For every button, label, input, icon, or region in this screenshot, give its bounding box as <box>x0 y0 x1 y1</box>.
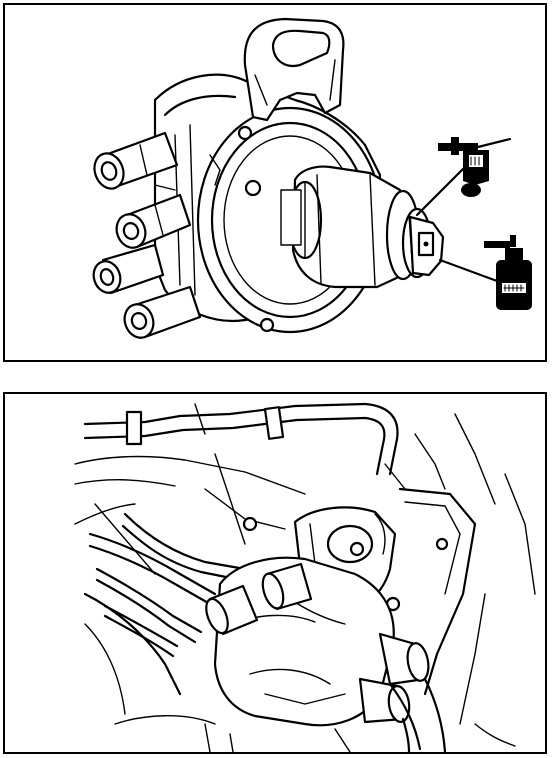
cap-wire-boots <box>205 562 447 752</box>
tower-4 <box>123 285 202 339</box>
lower-components <box>204 723 516 752</box>
engine-block-right <box>384 413 536 725</box>
leader-lines <box>415 163 499 283</box>
boot-3 <box>378 632 430 686</box>
boot-2 <box>261 562 313 611</box>
boot-1 <box>205 584 259 636</box>
figure-distributor-lubrication <box>3 3 547 362</box>
tower-1 <box>93 131 179 190</box>
grease-can-icon <box>438 137 512 197</box>
shaft-housing <box>280 165 405 289</box>
oil-spray-can-icon <box>484 235 532 310</box>
engine-bay-illustration <box>74 402 536 752</box>
tower-3 <box>92 243 165 295</box>
figure-distributor-installed-in-engine <box>3 392 547 754</box>
tower-2 <box>115 193 192 249</box>
ignition-wires <box>88 512 247 658</box>
spark-plug-towers <box>92 131 202 339</box>
upper-hoses <box>83 402 399 476</box>
distributor-handle <box>243 17 345 122</box>
distributor-illustration <box>92 17 532 339</box>
boot-4 <box>358 677 411 724</box>
engine-background <box>74 453 306 725</box>
drive-coupling <box>385 189 445 281</box>
